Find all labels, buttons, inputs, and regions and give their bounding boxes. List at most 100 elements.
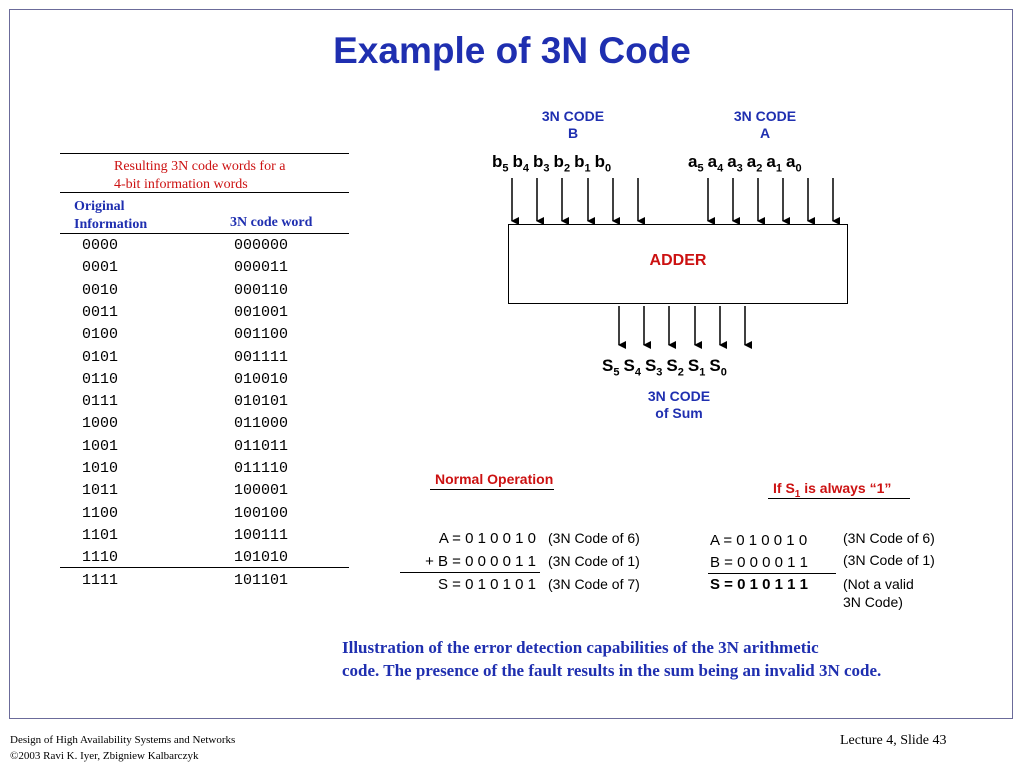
b-bit-label: b3: [533, 152, 550, 174]
s-bit-index: 4: [634, 366, 641, 379]
cell-original-info: 0001: [82, 259, 119, 277]
table-row: 1010 011110: [60, 460, 349, 483]
cell-original-info: 1010: [82, 460, 119, 477]
a-bit-label: a0: [785, 152, 802, 175]
fault-eq-b: B = 0 0 0 0 1 1: [710, 554, 808, 571]
s-bit-letter: S: [602, 356, 614, 375]
b-bit-index: 4: [522, 162, 530, 175]
output-label-line2: of Sum: [655, 405, 703, 421]
cell-3n-code: 011110: [234, 460, 289, 477]
b-bit-label: b1: [574, 152, 591, 175]
cell-3n-code: 001111: [234, 348, 289, 366]
column-header-original-line1: Original: [74, 199, 125, 214]
b-bit-letter: b: [594, 152, 605, 171]
s-bit-label: S1: [688, 356, 706, 379]
cell-3n-code: 000000: [234, 237, 289, 254]
output-arrows: [618, 306, 752, 349]
input-arrows: [511, 178, 840, 225]
normal-eq-b: + B = 0 0 0 0 1 1: [425, 553, 536, 570]
fault-note-b: (3N Code of 1): [843, 552, 935, 568]
b-bit-label: b0: [594, 152, 612, 174]
fault-note-s-line1: (Not a valid: [843, 576, 914, 592]
cell-original-info: 0010: [82, 281, 119, 299]
cell-original-info: 1001: [82, 437, 119, 455]
s-bit-letter: S: [709, 356, 721, 375]
table-caption: Resulting 3N code words for a 4-bit info…: [114, 158, 344, 194]
cell-original-info: 1100: [82, 504, 119, 522]
fault-eq-s: S = 0 1 0 1 1 1: [710, 576, 808, 593]
cell-3n-code: 000110: [234, 281, 289, 299]
normal-note-s: (3N Code of 7): [548, 576, 640, 592]
illustration-line2: code. The presence of the fault results …: [342, 661, 882, 680]
adder-box: [508, 224, 848, 304]
b-bit-letter: b: [492, 152, 503, 171]
fault-note-a: (3N Code of 6): [843, 530, 935, 546]
cell-original-info: 0011: [82, 303, 119, 321]
s-bit-index: 5: [613, 366, 620, 379]
column-header-original: Original Information: [74, 198, 147, 234]
cell-original-info: 1000: [82, 415, 119, 433]
a-bit-label: a4: [708, 152, 724, 174]
b-bit-letter: b: [512, 152, 523, 171]
normal-eq-s: S = 0 1 0 1 0 1: [438, 576, 536, 593]
fault-heading-sub: 1: [794, 488, 801, 500]
s-bit-label: S3: [645, 356, 663, 379]
table-caption-line2: 4-bit information words: [114, 177, 248, 192]
fault-heading-suffix: is always “1”: [800, 480, 892, 496]
column-header-original-line2: Information: [74, 217, 148, 232]
footer-left: Design of High Availability Systems and …: [10, 732, 235, 764]
footer-copyright: ©2003 Ravi K. Iyer, Zbigniew Kalbarczyk: [10, 750, 199, 762]
output-label-line1: 3N CODE: [647, 388, 711, 404]
table-row: 1000 011000: [60, 415, 349, 438]
table-top-rule: [60, 153, 349, 154]
table-row: 0101 001111: [60, 349, 349, 372]
a-bit-index: 2: [756, 162, 763, 175]
b-bit-letter: b: [553, 152, 564, 171]
a-bit-letter: a: [727, 152, 737, 171]
cell-3n-code: 011000: [234, 415, 289, 433]
a-bit-label: a1: [766, 152, 782, 175]
s-bit-letter: S: [623, 356, 635, 375]
normal-heading-underline: [430, 489, 554, 490]
b-bit-index: 2: [563, 162, 571, 175]
a-bit-index: 1: [775, 162, 782, 175]
illustration-line1: Illustration of the error detection capa…: [342, 638, 819, 657]
a-bit-letter: a: [785, 152, 796, 171]
s-bit-label: S2: [666, 356, 683, 378]
a-bit-letter: a: [688, 152, 698, 171]
fault-note-s-line2: 3N Code): [843, 594, 903, 610]
s-bit-letter: S: [666, 356, 678, 375]
normal-note-b: (3N Code of 1): [548, 553, 640, 569]
input-a-label-line1: 3N CODE: [733, 108, 797, 124]
output-label: 3N CODE of Sum: [639, 388, 719, 422]
cell-3n-code: 010101: [234, 393, 289, 411]
table-bottom-rule: [60, 567, 349, 568]
b-bit-label: b2: [553, 152, 571, 175]
slide-frame: [9, 9, 1013, 719]
b-bit-letter: b: [533, 152, 544, 171]
cell-original-info: 0101: [82, 348, 119, 366]
footer-course: Design of High Availability Systems and …: [10, 734, 236, 746]
b-bit-index: 1: [584, 162, 591, 175]
s-bit-label: S5: [602, 356, 620, 379]
fault-eq-a: A = 0 1 0 0 1 0: [710, 532, 808, 549]
s-bit-index: 1: [699, 366, 706, 379]
footer-slide-number: Lecture 4, Slide 43: [840, 733, 947, 748]
fault-heading-prefix: If S: [773, 480, 795, 496]
b-bit-label: b5: [492, 152, 509, 174]
s-bit-index: 3: [656, 366, 663, 379]
b-bit-label: b4: [512, 152, 530, 175]
a-bit-index: 0: [795, 162, 802, 175]
cell-original-info: 0111: [82, 393, 119, 411]
cell-3n-code: 100001: [234, 482, 289, 500]
a-bit-letter: a: [766, 152, 776, 171]
cell-original-info: 1110: [82, 549, 119, 567]
